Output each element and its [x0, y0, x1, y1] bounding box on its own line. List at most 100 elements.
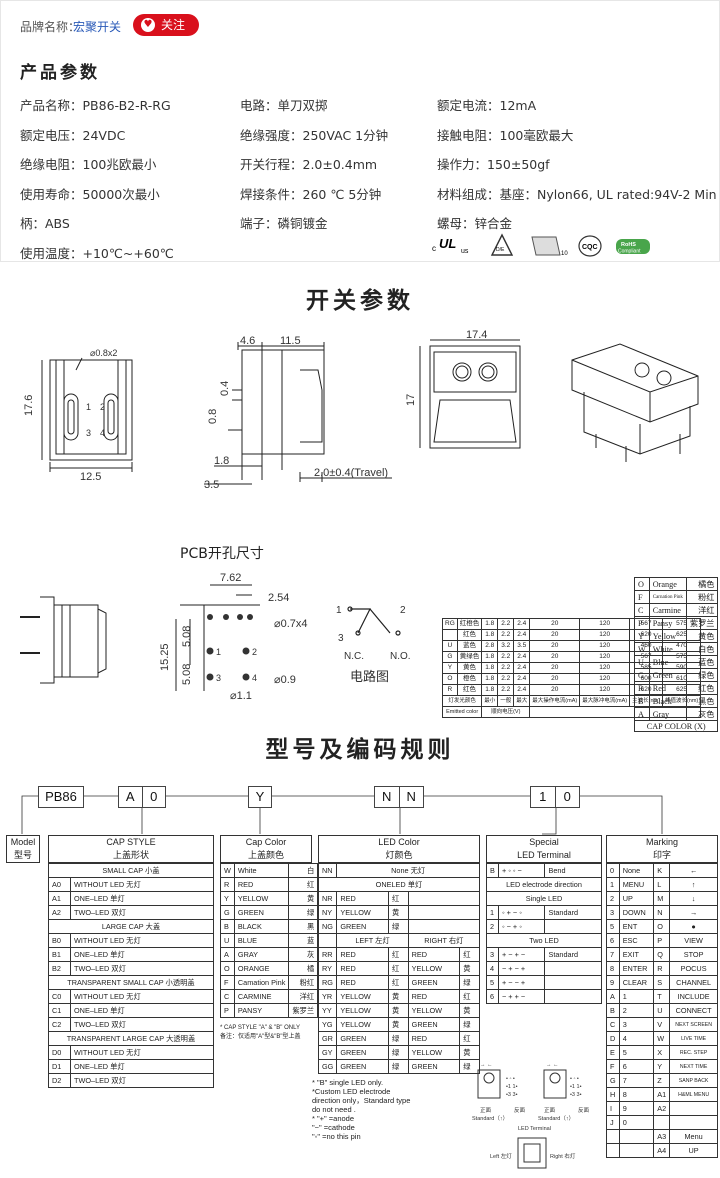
cap-color-cell: Gray	[648, 707, 687, 721]
special-two-cell: 6	[486, 989, 499, 1004]
led-one-code: NR	[317, 891, 338, 906]
led-two-cell: RED	[407, 947, 461, 962]
cap-color-name: YELLOW	[233, 891, 290, 906]
cap-color-cell: U	[634, 655, 650, 669]
code-0b: 0	[563, 789, 571, 804]
special-two: Two LED	[486, 933, 602, 948]
cap-color-name: CARMINE	[233, 989, 290, 1004]
led-two-cell: RED	[336, 961, 389, 976]
cap-color-cell: 绿色	[685, 668, 719, 682]
cap-color-code: P	[220, 1003, 235, 1018]
marking-cell: CONNECT	[669, 1003, 718, 1018]
led-spec-cell: 2.4	[513, 673, 531, 685]
model-en: Model	[10, 837, 36, 847]
led-spec-cell: Y	[442, 662, 458, 674]
follow-button[interactable]: ♥ 关注	[133, 14, 199, 36]
led-spec-header: 一般	[497, 695, 515, 707]
led-spec-cell: 红色	[456, 629, 483, 641]
led-spec-header: 最大	[513, 695, 531, 707]
empty-cell	[407, 891, 481, 906]
led-two-cell: 红	[387, 975, 409, 990]
dimension-drawings: ⌀0.8x2 17.6 12.5 1 2 3 4 4.6 11.5 0.4 0.…	[23, 330, 699, 491]
cap-color-cell: C	[634, 603, 650, 617]
marking-cell: 9	[606, 975, 620, 990]
cap-style-code: B0	[48, 933, 71, 948]
marking-cell: UP	[669, 1143, 718, 1158]
cap-color-code: C	[220, 989, 235, 1004]
led-spec-cell: 2.4	[513, 618, 531, 630]
led-two-cell: RED	[407, 1031, 461, 1046]
cap-color-name: ORANGE	[233, 961, 290, 976]
dim-pin-dia: ⌀0.8x2	[90, 348, 117, 358]
special-b-code: B	[486, 863, 499, 878]
circuit-no: N.O.	[390, 651, 411, 662]
special-single: Single LED	[486, 891, 602, 906]
dim-travel: 2.0±0.4(Travel)	[314, 467, 388, 479]
marking-cell: Z	[653, 1073, 671, 1088]
cap-color-title-zh: 上盖颜色	[247, 850, 284, 860]
marking-cell: 6	[618, 1059, 655, 1074]
led-spec-cell: U	[442, 640, 458, 652]
cap-color-name: GREEN	[233, 905, 290, 920]
cap-color-code: A	[220, 947, 235, 962]
circuit-pin-3: 3	[338, 633, 344, 644]
circuit-diagram	[347, 606, 401, 636]
led-spec-cell: 20	[529, 662, 581, 674]
led-spec-cell	[442, 629, 458, 641]
cap-style-code: A1	[48, 891, 71, 906]
led-spec-cell: 20	[529, 673, 581, 685]
cap-color-cell: O	[634, 577, 650, 591]
led-spec-cell: 120	[579, 684, 631, 696]
cap-color-code: Y	[220, 891, 235, 906]
special-single-cell: ◦ + − ◦	[497, 905, 546, 920]
brand-name-link[interactable]: 宏聚开关	[73, 20, 122, 34]
cap-color-cell: 黄色	[685, 629, 719, 643]
pcb-drawing: 7.62 2.54 ⌀0.7x4 15.25 5.08 5.08 ⌀1.1 ⌀0…	[20, 572, 411, 702]
front-right-drawing	[543, 1069, 567, 1099]
cqc-icon	[578, 235, 602, 257]
cap-style-code: D0	[48, 1045, 71, 1060]
marking-cell: A3	[653, 1129, 671, 1144]
led-two-cell: YG	[317, 1017, 338, 1032]
pin-2-label: 2	[100, 402, 105, 412]
cap-style-desc: WITHOUT LED 无灯	[70, 1045, 214, 1060]
marking-cell: ESC	[618, 933, 655, 948]
led-spec-cell: 120	[579, 673, 631, 685]
marking-cell	[669, 1101, 718, 1116]
marking-cell: A	[606, 989, 620, 1004]
led-two-cell: RR	[317, 947, 338, 962]
marking-cell: NEXT TIME	[669, 1059, 718, 1074]
marking-cell: NEXT SCREEN	[669, 1017, 718, 1032]
marking-cell: J	[606, 1115, 620, 1130]
terminal-back-2: 反面	[578, 1106, 590, 1114]
de-triangle-icon	[490, 233, 514, 256]
marking-cell: I	[606, 1101, 620, 1116]
marking-cell: 5	[618, 1045, 655, 1060]
led-spec-cell: 120	[579, 651, 631, 663]
led-spec-cell: 120	[579, 629, 631, 641]
terminal-left: Left 左灯	[490, 1152, 512, 1160]
empty-cell	[317, 933, 338, 948]
led-spec-header: 最大操作电流(mA)	[529, 695, 581, 707]
cap-color-cell: White	[648, 642, 687, 656]
svg-text:•1 1•: •1 1•	[506, 1084, 518, 1090]
cap-color-name: White	[233, 863, 290, 878]
cap-color-cell: 洋红	[685, 603, 719, 617]
special-single-cell: Standard	[544, 905, 602, 920]
cap-style-desc: WITHOUT LED 无灯	[70, 989, 214, 1004]
code-led: N N	[374, 786, 424, 808]
marking-cell: ENT	[618, 919, 655, 934]
cap-color-name: GRAY	[233, 947, 290, 962]
side-view-body	[241, 349, 325, 455]
marking-cell: 0	[606, 863, 620, 878]
led-two-cell: 黄	[387, 1017, 409, 1032]
cap-color-cell: Carmine	[648, 603, 687, 617]
terminal-back: 反面	[514, 1106, 526, 1114]
led-two-cell: GR	[317, 1031, 338, 1046]
cap-color-cell: F	[634, 590, 650, 604]
led-two-cell: RED	[336, 947, 389, 962]
led-spec-header: Emitted color	[441, 706, 483, 718]
special-two-cell	[544, 989, 602, 1004]
